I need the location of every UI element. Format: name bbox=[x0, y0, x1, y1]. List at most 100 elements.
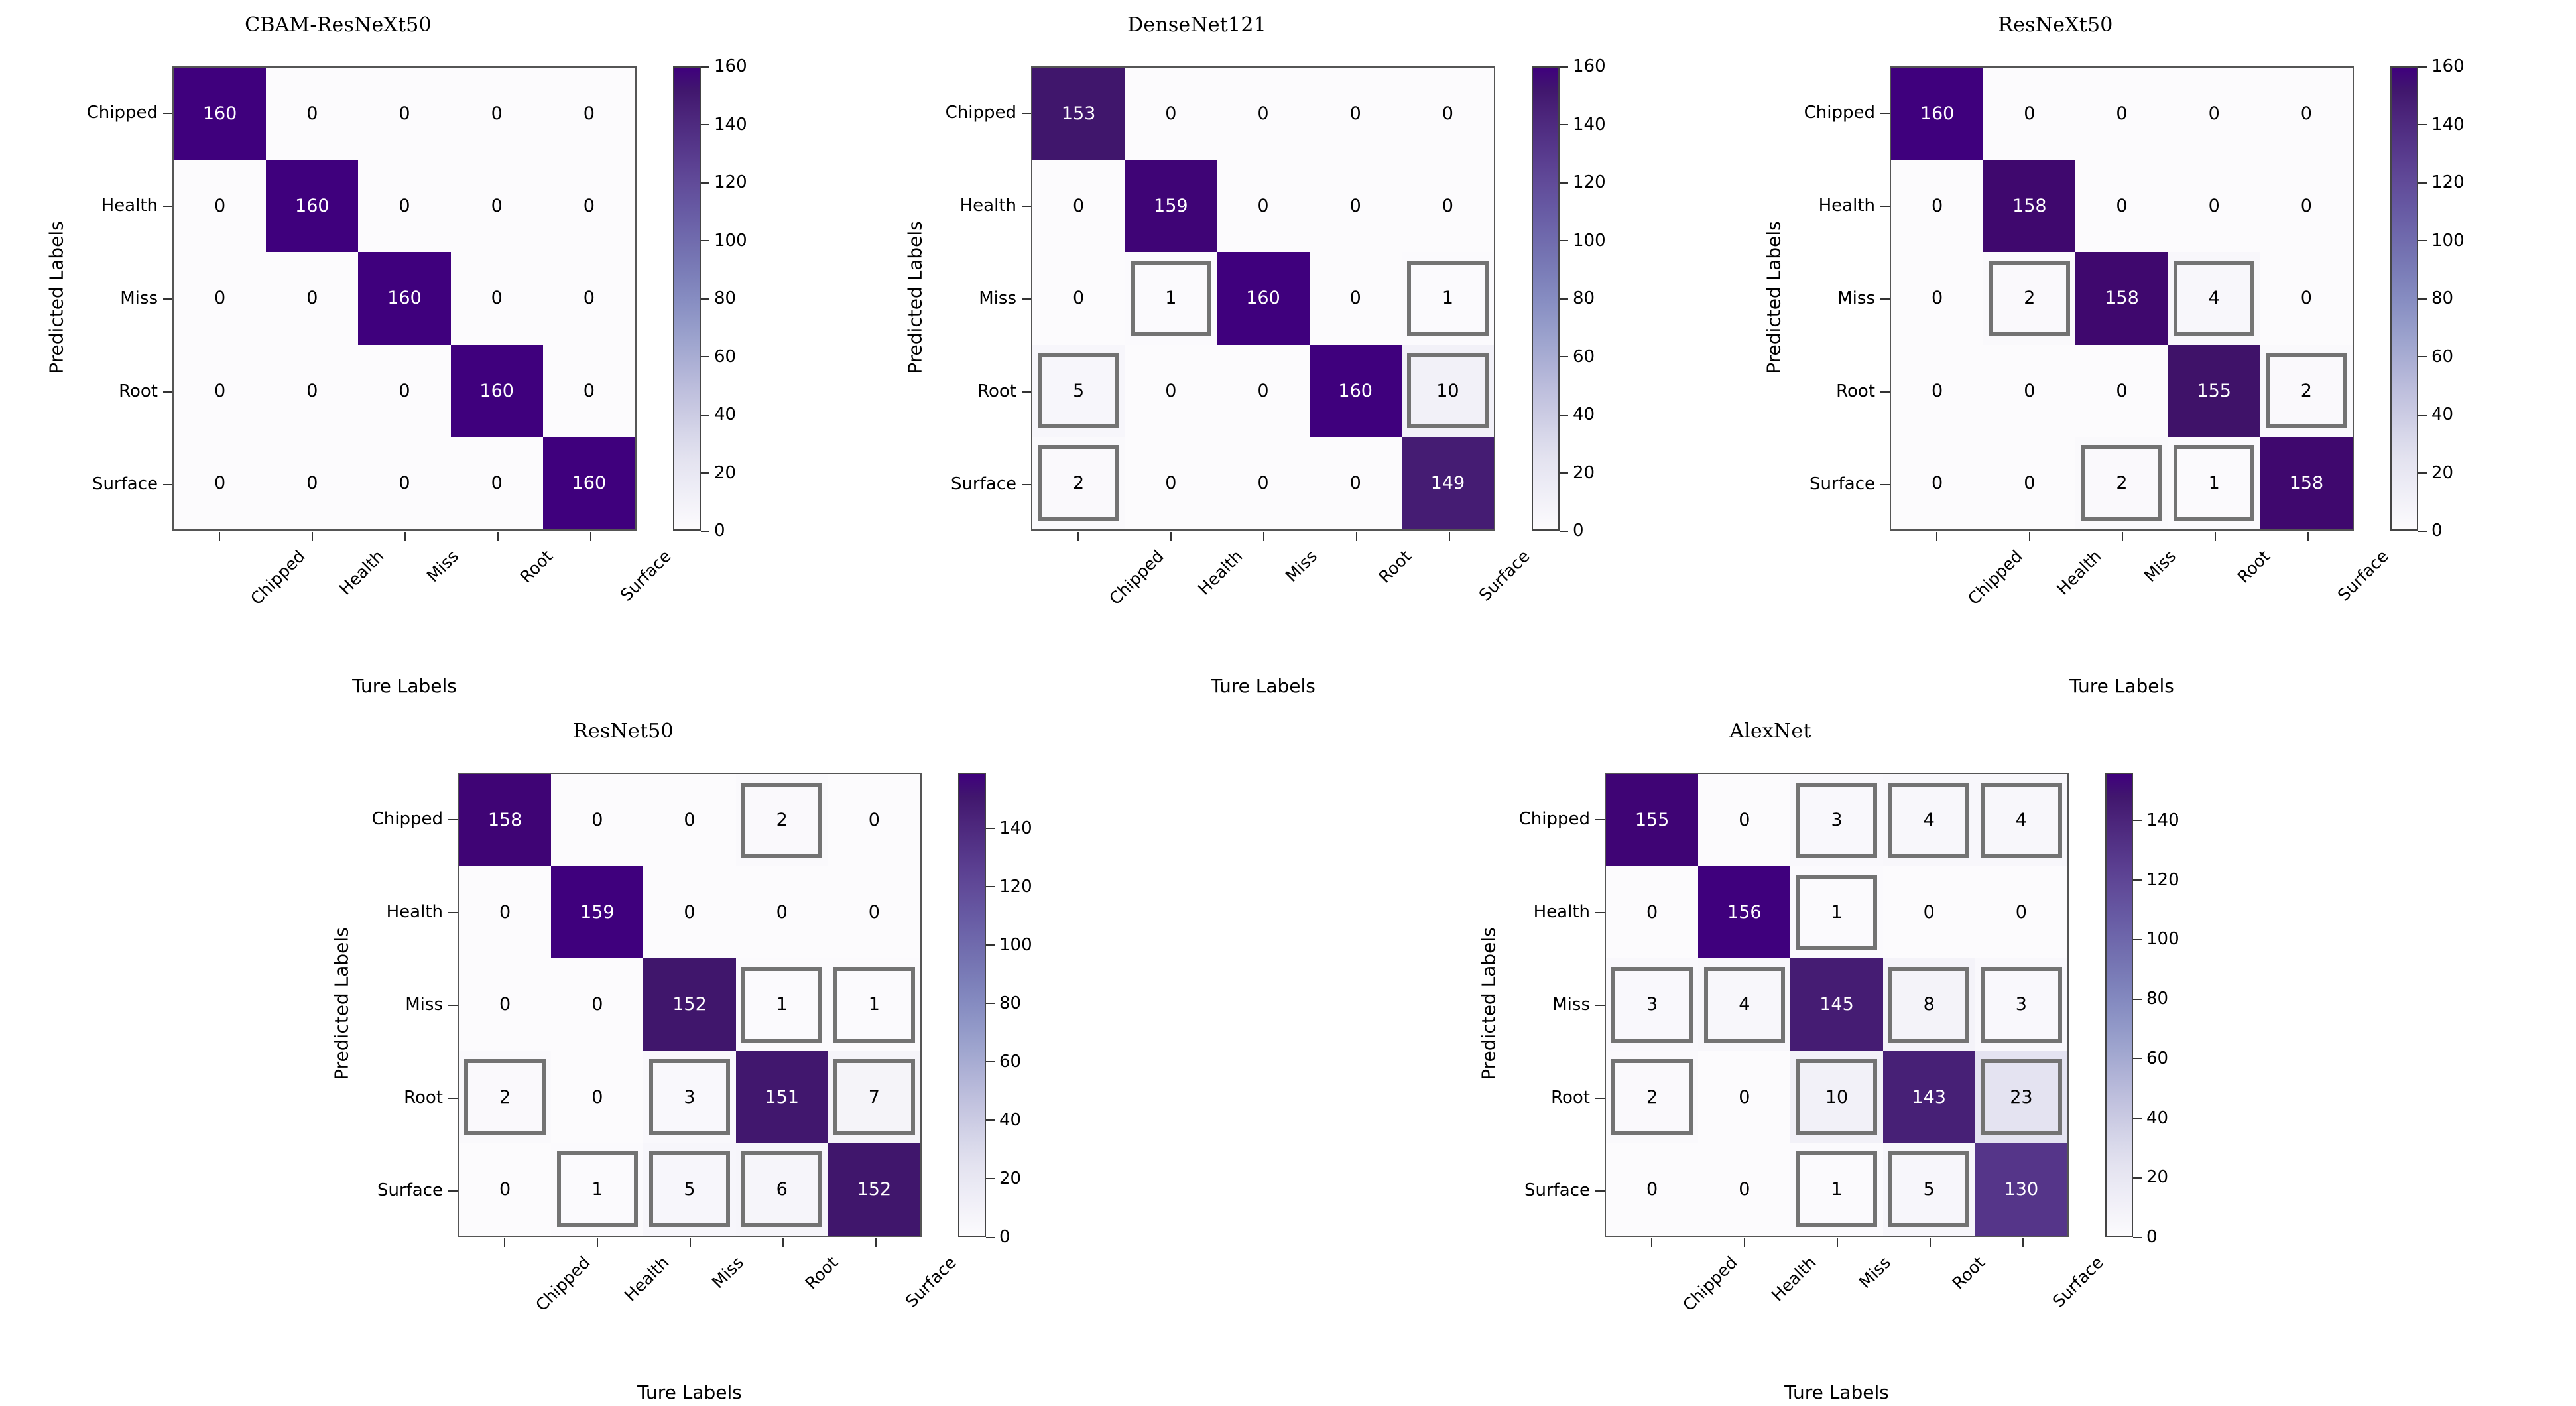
colorbar-tick-label: 120 bbox=[701, 172, 747, 192]
x-tick-label: Root bbox=[2233, 546, 2274, 587]
colorbar-tick-mark bbox=[2133, 1236, 2142, 1238]
x-axis-label: Ture Labels bbox=[637, 1381, 742, 1403]
matrix-cell: 0 bbox=[174, 436, 267, 529]
colorbar-tick-label: 60 bbox=[986, 1052, 1021, 1072]
x-tick-label: Chipped bbox=[247, 546, 309, 609]
colorbar-tick-text: 140 bbox=[714, 114, 747, 135]
matrix-cell-value: 0 bbox=[591, 810, 603, 831]
colorbar-tick-text: 40 bbox=[2146, 1108, 2169, 1128]
colorbar-tick-label: 120 bbox=[1560, 172, 1606, 192]
colorbar-tick-mark bbox=[986, 828, 995, 830]
y-tick-text: Root bbox=[404, 1088, 443, 1108]
matrix-cell: 151 bbox=[735, 1051, 828, 1143]
matrix-cell-value: 1 bbox=[868, 994, 880, 1015]
matrix-cell-value: 0 bbox=[491, 288, 503, 309]
x-tick-mark bbox=[597, 1238, 598, 1247]
matrix-cell-value: 0 bbox=[1349, 288, 1361, 309]
matrix-cell-value: 0 bbox=[399, 380, 410, 401]
matrix-cell-value: 8 bbox=[1923, 994, 1935, 1015]
matrix-cell-value: 0 bbox=[306, 472, 318, 493]
y-tick-text: Root bbox=[977, 381, 1016, 401]
matrix-cell-value: 160 bbox=[1338, 380, 1373, 401]
matrix-cell: 0 bbox=[174, 344, 267, 437]
colorbar-tick-label: 120 bbox=[2418, 172, 2465, 192]
x-tick-mark bbox=[2122, 532, 2123, 541]
colorbar-tick-label: 100 bbox=[2133, 929, 2179, 949]
matrix-cell: 3 bbox=[643, 1051, 736, 1143]
matrix-cell-value: 0 bbox=[1257, 103, 1269, 125]
x-axis-label: Ture Labels bbox=[1784, 1381, 1889, 1403]
matrix-cell: 0 bbox=[2168, 68, 2260, 160]
matrix-cell: 0 bbox=[1891, 160, 1984, 253]
colorbar-tick-label: 100 bbox=[701, 231, 747, 251]
y-tick-mark bbox=[1022, 483, 1031, 485]
matrix-cell-value: 0 bbox=[2208, 103, 2220, 125]
x-tick-mark bbox=[2022, 1238, 2024, 1247]
y-tick-label: Chipped bbox=[946, 103, 1031, 123]
matrix-cell-value: 158 bbox=[2105, 288, 2139, 309]
y-tick-label: Surface bbox=[377, 1181, 458, 1200]
matrix-cell: 156 bbox=[1698, 866, 1791, 959]
matrix-cell: 0 bbox=[1983, 436, 2076, 529]
colorbar-tick-text: 140 bbox=[1573, 114, 1606, 135]
matrix-cell: 160 bbox=[450, 344, 543, 437]
matrix-cell: 0 bbox=[1309, 160, 1402, 253]
colorbar-tick-mark bbox=[2133, 820, 2142, 822]
panel-title: DenseNet121 bbox=[1127, 13, 1266, 36]
matrix-cell: 0 bbox=[828, 866, 920, 959]
y-tick-label: Health bbox=[960, 196, 1031, 216]
colorbar-tick-mark bbox=[701, 66, 709, 68]
y-tick-label: Health bbox=[1534, 902, 1605, 922]
x-tick-label: Miss bbox=[707, 1253, 748, 1293]
matrix-cell: 8 bbox=[1882, 958, 1975, 1051]
colorbar-tick-mark bbox=[701, 356, 709, 357]
colorbar-tick-text: 100 bbox=[2431, 230, 2465, 251]
y-tick-mark bbox=[448, 1190, 458, 1192]
x-tick-label: Surface bbox=[2048, 1253, 2107, 1311]
matrix-cell: 0 bbox=[1606, 1143, 1699, 1236]
colorbar-tick-mark bbox=[986, 1119, 995, 1121]
x-tick-mark bbox=[1837, 1238, 1838, 1247]
colorbar-tick-label: 40 bbox=[701, 405, 736, 424]
matrix-cell-value: 0 bbox=[1923, 902, 1935, 923]
y-axis-label: Predicted Labels bbox=[1762, 221, 1785, 374]
colorbar-tick-text: 100 bbox=[999, 934, 1032, 955]
matrix-cell: 0 bbox=[1983, 68, 2076, 160]
matrix-cell-value: 1 bbox=[1165, 288, 1177, 309]
colorbar-tick-label: 140 bbox=[1560, 115, 1606, 135]
colorbar-tick-mark bbox=[1560, 182, 1568, 184]
colorbar-tick-mark bbox=[701, 298, 709, 300]
y-tick-text: Surface bbox=[92, 474, 158, 494]
matrix-cell: 2 bbox=[1606, 1051, 1699, 1143]
colorbar-tick-label: 20 bbox=[986, 1169, 1021, 1188]
matrix-cell: 5 bbox=[1882, 1143, 1975, 1236]
matrix-cell-value: 155 bbox=[2197, 380, 2231, 401]
matrix-cell: 0 bbox=[828, 774, 920, 867]
colorbar-tick-label: 20 bbox=[701, 463, 736, 483]
matrix-cell-value: 0 bbox=[499, 902, 511, 923]
matrix-cell-value: 2 bbox=[776, 810, 788, 831]
colorbar-tick-mark bbox=[2418, 356, 2427, 357]
matrix-cell-value: 0 bbox=[2300, 103, 2312, 125]
y-axis-label: Predicted Labels bbox=[904, 221, 926, 374]
matrix-cell-value: 5 bbox=[1923, 1179, 1935, 1200]
matrix-cell: 2 bbox=[2075, 436, 2168, 529]
matrix-cell: 0 bbox=[459, 958, 552, 1051]
colorbar-tick-mark bbox=[2418, 472, 2427, 474]
colorbar-tick-label: 80 bbox=[1560, 288, 1595, 308]
matrix-cell-value: 0 bbox=[1349, 196, 1361, 217]
x-tick-label: Miss bbox=[422, 546, 463, 586]
colorbar-tick-label: 140 bbox=[2418, 115, 2465, 135]
colorbar-tick-mark bbox=[986, 944, 995, 946]
matrix-cell-value: 10 bbox=[1825, 1086, 1849, 1108]
matrix-cell: 160 bbox=[1891, 68, 1984, 160]
matrix-cell-value: 2 bbox=[2024, 288, 2036, 309]
matrix-cell-value: 0 bbox=[1073, 288, 1085, 309]
y-tick-mark bbox=[1880, 205, 1890, 207]
